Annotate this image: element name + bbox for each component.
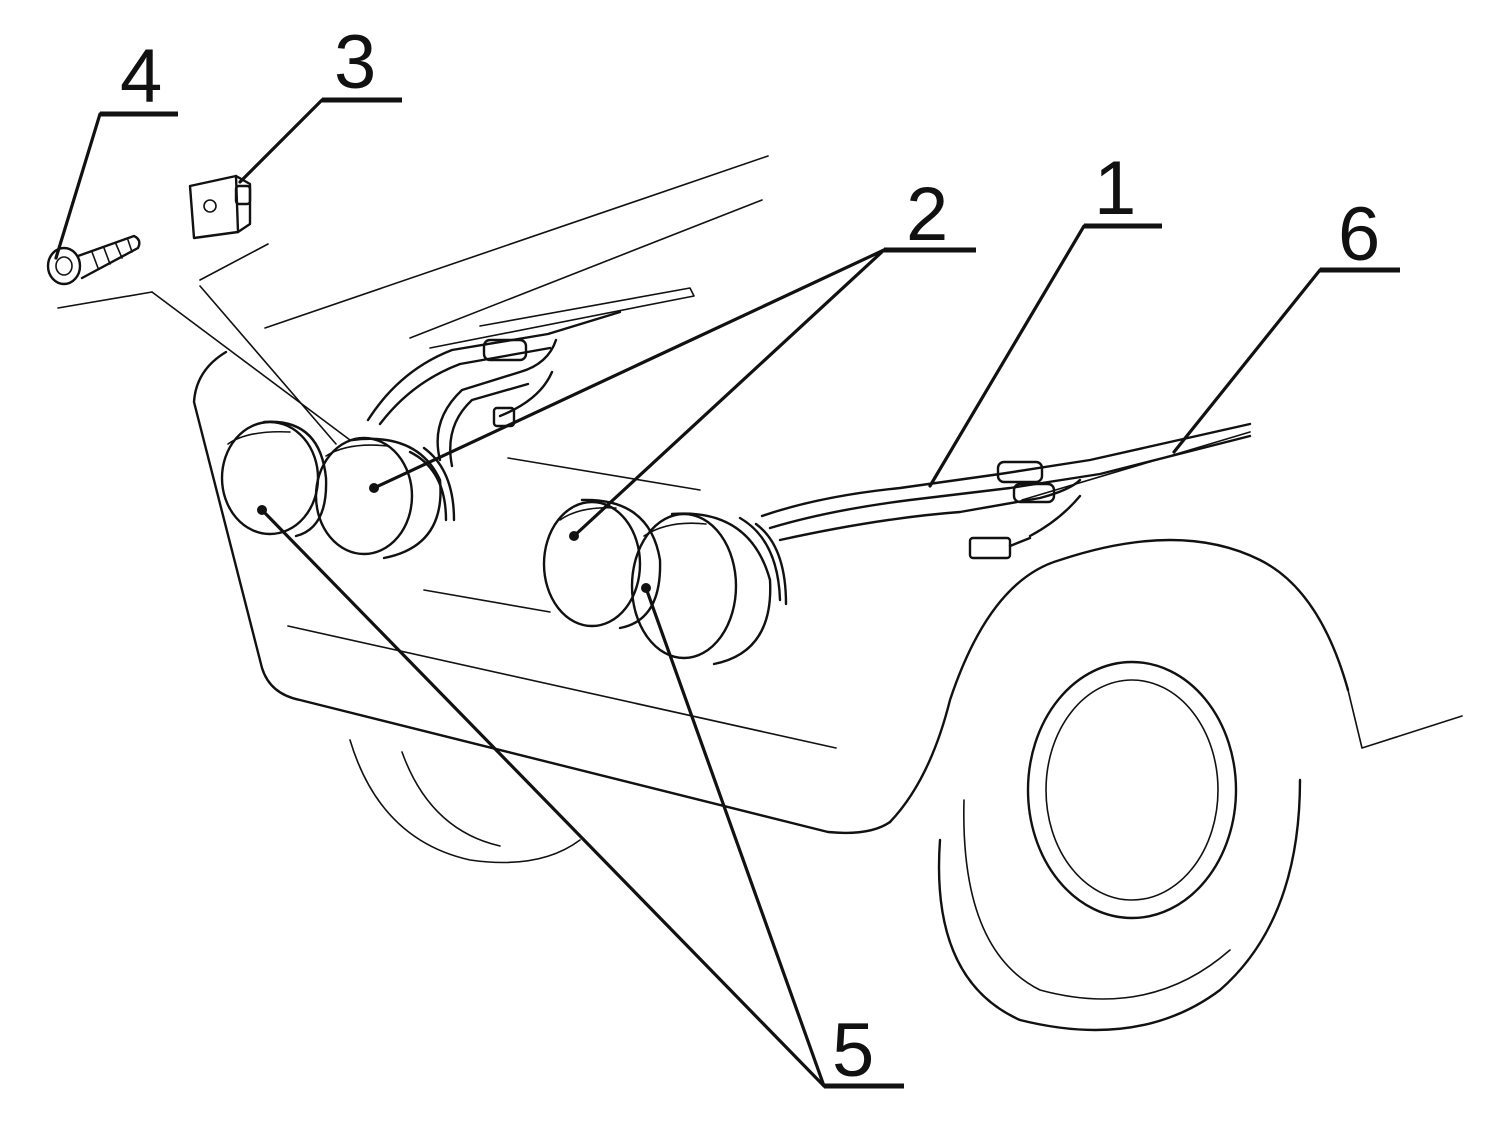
leader-lines xyxy=(54,98,1322,1088)
callout-4-label: 4 xyxy=(120,34,162,119)
fog-lamp-right-outer xyxy=(542,498,662,630)
fog-lamp-left-inner xyxy=(314,436,456,560)
callout-6: 6 xyxy=(1320,192,1400,277)
vehicle-body xyxy=(57,155,1463,1032)
callout-1: 1 xyxy=(1084,146,1162,231)
fog-lamp-left-outer xyxy=(220,420,328,538)
callout-4: 4 xyxy=(100,34,178,119)
clip-nut-icon xyxy=(188,174,252,240)
callout-5-label: 5 xyxy=(832,1008,874,1093)
callout-5: 5 xyxy=(824,1008,904,1093)
screw-icon xyxy=(46,234,141,286)
wiring-harness xyxy=(366,310,1252,560)
callout-3-label: 3 xyxy=(334,20,376,105)
callout-2: 2 xyxy=(884,172,976,257)
leader-dots xyxy=(257,483,651,593)
fog-lamp-right-inner xyxy=(630,512,788,666)
callout-2-label: 2 xyxy=(906,172,948,257)
callout-3: 3 xyxy=(322,20,402,105)
callout-6-label: 6 xyxy=(1338,192,1380,277)
callout-1-label: 1 xyxy=(1094,146,1136,231)
